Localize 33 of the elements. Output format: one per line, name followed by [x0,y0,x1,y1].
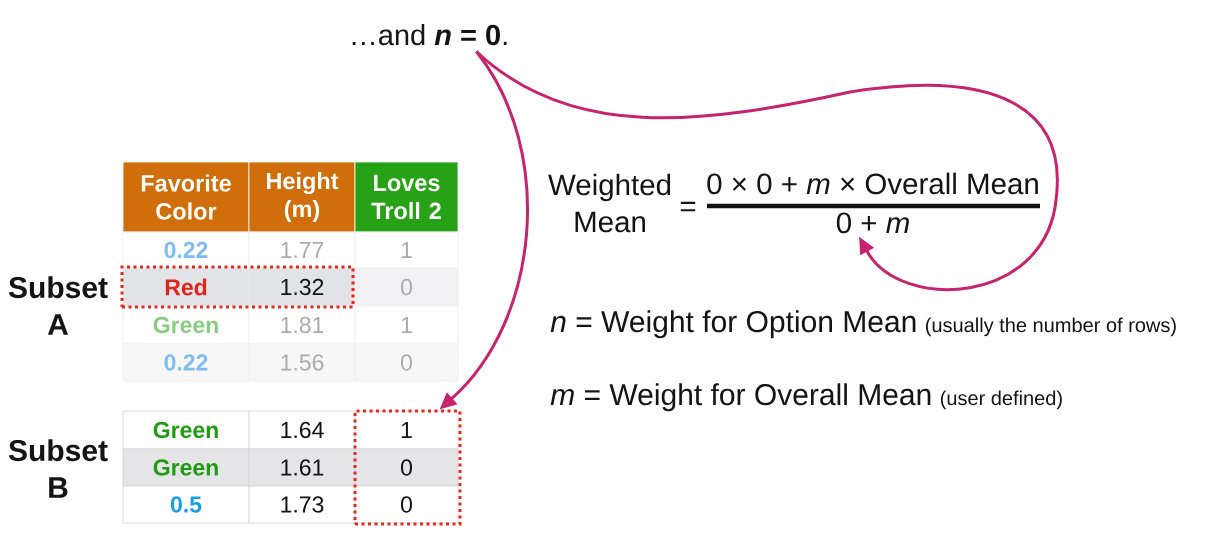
table-cell: 1.32 [248,267,356,307]
table-cell: 1.73 [248,485,356,524]
table-cell: 1.61 [248,448,356,487]
header-cell: Height (m) [248,161,356,233]
formula-label: Weighted Mean [548,173,671,233]
note-text: (user defined) [940,390,1062,410]
table-cell: Red [122,267,250,307]
table-cell: 0.22 [122,343,250,382]
note-text: (usually the number of rows) [926,317,1176,337]
table-cell: Green [122,410,250,450]
curved-arrow [475,50,1059,291]
table-cell: 0.5 [122,485,250,524]
equals-sign: = [680,201,696,212]
group-label: Subset B [8,439,108,498]
header-cell: Loves Troll 2 [354,161,459,233]
denominator: 0 + m [836,212,909,234]
annotation-text: …and n = 0. [352,24,507,46]
table-cell: 1.56 [248,343,356,382]
header-cell: Favorite Color [122,161,250,233]
table-cell: 0 [354,267,459,307]
definition-text: m = Weight for Overall Mean [550,383,931,412]
table-cell: 1 [354,410,459,450]
table-cell: 1.64 [248,410,356,450]
table-cell: 1 [354,231,459,269]
definition-text: n = Weight for Option Mean [550,310,916,339]
table-cell: 0 [354,485,459,524]
table-cell: 0.22 [122,231,250,269]
table-cell: 1.77 [248,231,356,269]
table-cell: 0 [354,448,459,487]
table-cell: Green [122,448,250,487]
table-cell: 0 [354,343,459,382]
numerator: 0 × 0 + m × Overall Mean [707,172,1038,195]
group-label: Subset A [8,276,108,335]
